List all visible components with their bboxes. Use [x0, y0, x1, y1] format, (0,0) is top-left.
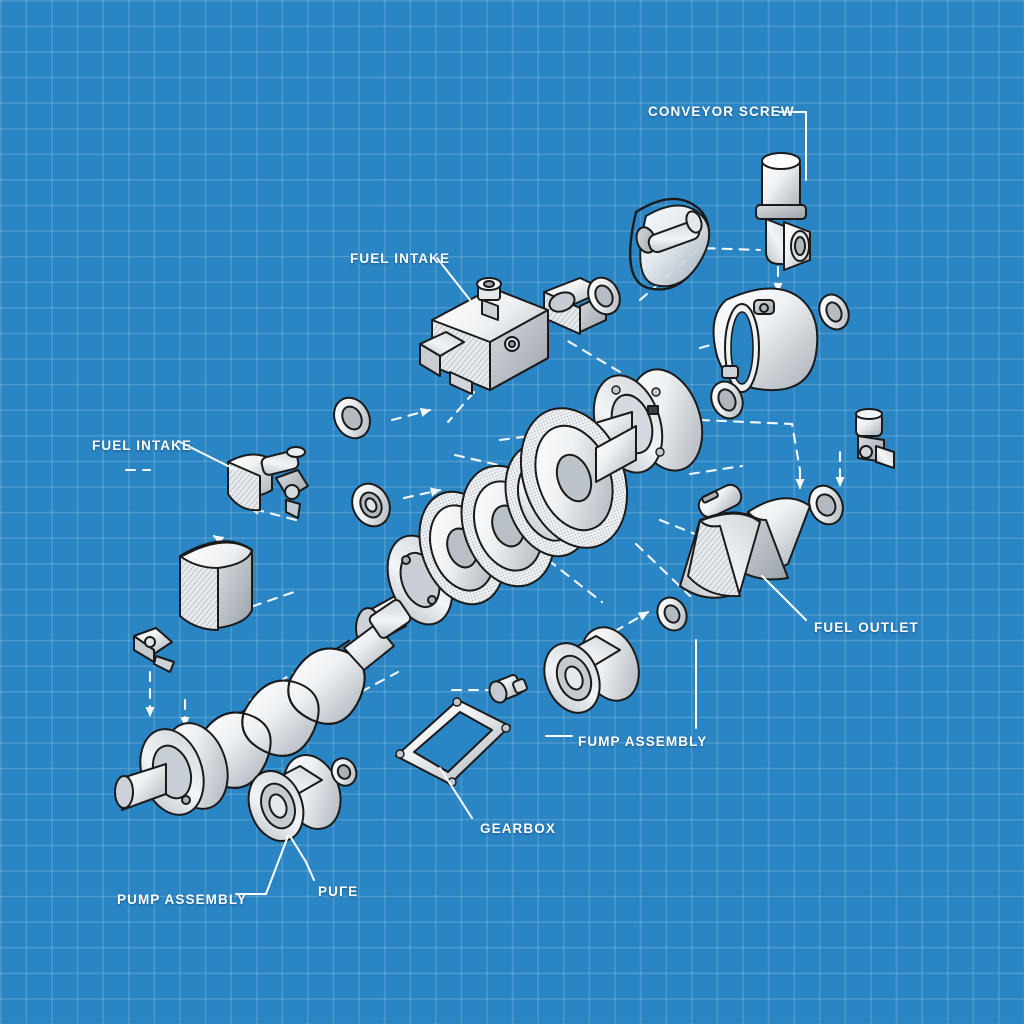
- part-shell-half-left: [179, 540, 253, 631]
- leader-pure: [289, 835, 315, 881]
- leader-conveyor-screw: [778, 111, 807, 181]
- part-pump-rotor: [247, 754, 342, 842]
- part-seal-ring-left: [333, 396, 371, 440]
- label-fuel-outlet: FUEL OUTLET: [814, 620, 919, 635]
- part-bearing-ring-e: [808, 484, 844, 526]
- part-pin-roller: [697, 483, 743, 519]
- label-fuel-intake-left: FUEL INTAKE: [92, 438, 193, 453]
- part-bearing-ring-b: [818, 293, 850, 331]
- part-small-bracket: [133, 627, 175, 673]
- part-bolt-stud: [488, 674, 528, 704]
- part-roller-bearing-right: [543, 626, 640, 714]
- part-bearing-ring-d: [351, 482, 391, 528]
- leader-fump-assembly: [545, 639, 697, 737]
- label-pure: PUΓE: [318, 884, 359, 899]
- part-valve-fitting-right: [855, 408, 895, 469]
- label-pump-assembly: PUMP ASSEMBLY: [117, 892, 248, 907]
- leader-fuel-intake-top: [436, 257, 471, 301]
- part-washer-small: [656, 596, 688, 632]
- part-intake-valve-left: [227, 446, 309, 519]
- part-conveyor-screw: [182, 599, 412, 789]
- part-elbow-valve-fitting: [755, 152, 811, 271]
- part-bearing-shell-lower: [679, 511, 761, 599]
- part-gasket-frame: [395, 697, 511, 787]
- part-hub-bearing-left: [114, 722, 229, 816]
- part-gear-cluster: [355, 407, 637, 649]
- part-housing-clamp-right: [712, 287, 819, 393]
- label-gearbox: GEARBOX: [480, 821, 556, 836]
- part-bearing-ring-c: [710, 380, 744, 420]
- leader-fuel-outlet: [761, 575, 807, 621]
- gear-wheel-4-large: [519, 407, 629, 549]
- part-injector-block: [419, 277, 549, 395]
- leader-gearbox: [439, 767, 473, 819]
- label-fump-assembly: FUMP ASSEMBLY: [578, 734, 708, 749]
- part-nut-cap: [330, 757, 358, 787]
- part-split-clamp-band: [629, 197, 711, 291]
- label-fuel-intake-top: FUEL INTAKE: [350, 251, 451, 266]
- leader-fuel-intake-left: [177, 440, 237, 471]
- leader-pump-assembly: [235, 835, 289, 895]
- label-conveyor-screw: CONVEYOR SCREW: [648, 104, 795, 119]
- part-bearing-ring-a: [587, 276, 621, 316]
